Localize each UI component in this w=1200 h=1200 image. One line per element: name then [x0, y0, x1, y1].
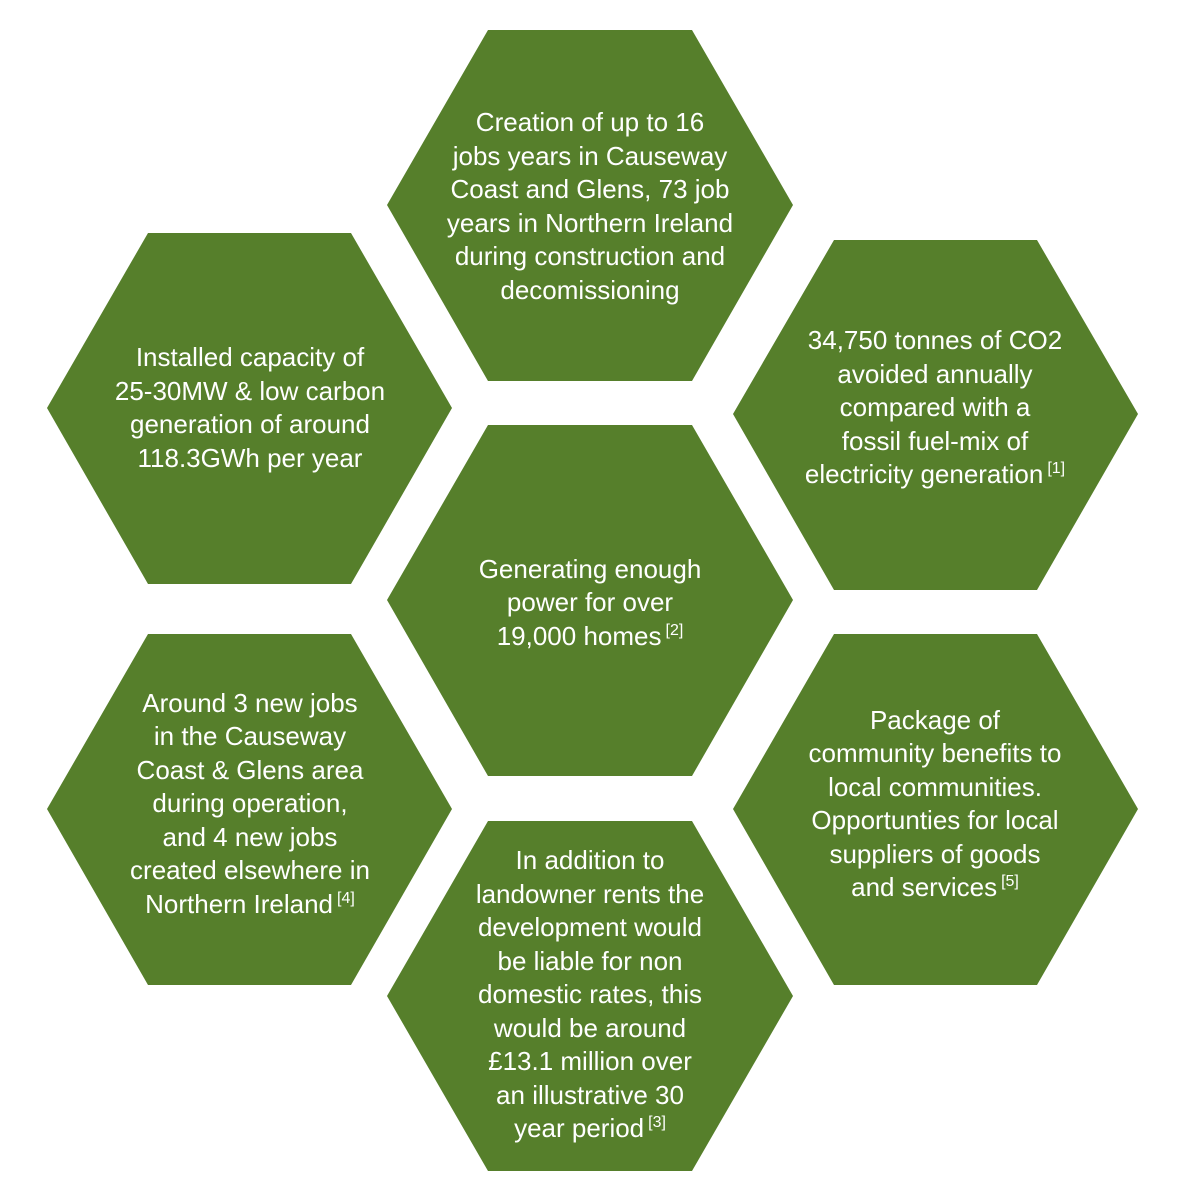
hexagon-bottom: [387, 821, 793, 1171]
hexagon-lower-left: [47, 634, 452, 985]
hexagon-upper-right: [733, 240, 1138, 590]
hexagon-center: [387, 425, 793, 776]
hexagon-top: [387, 30, 793, 381]
hexagon-lower-right: [733, 634, 1138, 985]
hexagon-upper-left: [47, 233, 452, 584]
